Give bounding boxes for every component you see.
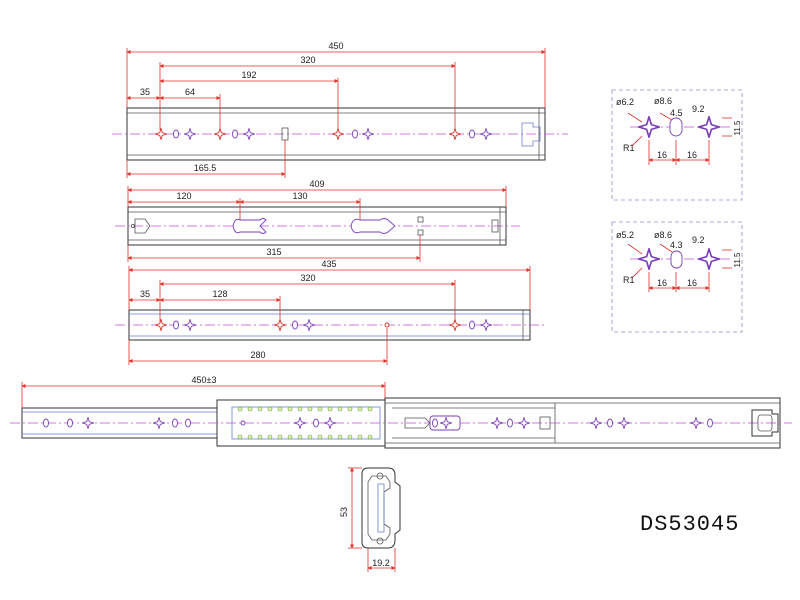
mount-slot xyxy=(173,129,179,139)
mount-slot xyxy=(469,320,475,330)
rail-middle-keyhole xyxy=(350,218,396,234)
assembly-holes xyxy=(43,409,779,437)
dim-first-hole: 35 xyxy=(140,87,150,97)
detail-a-slot xyxy=(669,117,683,137)
dim-assembly-length: 450±3 xyxy=(192,375,217,385)
dim-overall-length: 409 xyxy=(309,179,324,189)
detail-b-slot-dia: ø8.6 xyxy=(654,230,672,240)
pilot-hole xyxy=(384,322,390,328)
dim-section-height: 53 xyxy=(339,507,349,517)
detail-b-hole xyxy=(698,248,720,270)
detail-a-hole-dia: ø6.2 xyxy=(616,97,634,107)
detail-b-radius: R1 xyxy=(623,275,635,285)
rail-inner-holes xyxy=(155,128,492,140)
mount-slot xyxy=(173,320,179,330)
assembly-dimensions: 450±3 xyxy=(21,375,386,408)
detail-a-slot-width: 4.5 xyxy=(670,108,683,118)
section-profile xyxy=(361,467,401,549)
assembly-end-tab xyxy=(751,409,779,437)
assembly-view: 450±3 xyxy=(10,375,792,449)
detail-b-left-pitch: 16 xyxy=(657,278,667,288)
detail-a-hole xyxy=(698,116,720,138)
dim-mid-hole: 192 xyxy=(241,70,256,80)
mount-hole xyxy=(243,128,255,140)
detail-b-hole-dia: ø5.2 xyxy=(616,230,634,240)
dim-pilot-offset: 280 xyxy=(250,350,265,360)
mount-hole xyxy=(155,128,167,140)
dim-section-width: 19.2 xyxy=(372,558,390,568)
dim-second-hole: 64 xyxy=(185,87,195,97)
mount-slot xyxy=(232,129,238,139)
detail-a-left-pitch: 16 xyxy=(657,150,667,160)
detail-a-height: 11.5 xyxy=(733,120,742,136)
mount-hole xyxy=(332,128,344,140)
mount-hole xyxy=(449,128,461,140)
mount-hole xyxy=(480,128,492,140)
detail-b-height: 11.5 xyxy=(733,252,742,268)
detail-b: ø5.2 ø8.6 4.3 9.2 11.5 R1 16 16 xyxy=(611,221,743,333)
dim-hole-span: 320 xyxy=(300,273,315,283)
dim-second-hole: 128 xyxy=(212,289,227,299)
rail-middle-view: 409 120 130 315 xyxy=(115,179,520,262)
detail-b-pitch-right: 9.2 xyxy=(692,235,705,245)
detail-a: ø6.2 ø8.6 4.5 9.2 11.5 R1 16 16 xyxy=(611,89,743,201)
detail-b-slot-width: 4.3 xyxy=(670,240,683,250)
detail-a-pitch-right: 9.2 xyxy=(692,104,705,114)
section-dimensions: 53 19.2 xyxy=(339,467,396,572)
mount-hole xyxy=(184,128,196,140)
rail-middle-dimensions: 409 120 130 315 xyxy=(127,179,507,262)
ball-bearings xyxy=(237,406,373,440)
dim-keyhole-pitch: 130 xyxy=(292,191,307,201)
rail-inner-view: 450 320 192 35 64 165.5 xyxy=(112,41,568,178)
detail-b-frame xyxy=(611,221,743,333)
rail-middle-keyhole xyxy=(232,218,267,234)
detail-b-hole xyxy=(638,248,660,270)
rail-inner-end-tab xyxy=(521,122,541,147)
mount-hole xyxy=(155,319,167,331)
rail-outer-dimensions: 435 320 35 128 280 xyxy=(128,259,531,365)
rail-inner-dimensions: 450 320 192 35 64 165.5 xyxy=(126,41,546,178)
detail-a-hole xyxy=(638,116,660,138)
detail-a-slot-dia: ø8.6 xyxy=(654,96,672,106)
mount-hole xyxy=(184,319,196,331)
mount-hole xyxy=(480,319,492,331)
detail-b-slot xyxy=(670,250,683,269)
cross-section-view: 53 19.2 xyxy=(339,467,401,572)
detail-a-right-pitch: 16 xyxy=(687,150,697,160)
dim-hole-span: 320 xyxy=(300,55,315,65)
dim-first-hole: 35 xyxy=(140,289,150,299)
dim-total-offset: 315 xyxy=(266,247,281,257)
rail-outer-holes xyxy=(155,319,492,331)
model-number: DS53045 xyxy=(640,512,739,537)
detail-a-radius: R1 xyxy=(623,143,635,153)
mount-hole xyxy=(362,128,374,140)
dim-first-keyhole: 120 xyxy=(176,191,191,201)
mount-slot xyxy=(469,129,475,139)
mount-hole xyxy=(303,319,315,331)
dim-lock-center: 165.5 xyxy=(194,163,217,173)
detail-b-right-pitch: 16 xyxy=(687,278,697,288)
mount-slot xyxy=(352,129,358,139)
detail-a-frame xyxy=(611,89,743,201)
rail-outer-view: 435 320 35 128 280 xyxy=(115,259,545,365)
dim-overall-length: 435 xyxy=(321,259,336,269)
rail-middle-end-stop xyxy=(134,218,151,234)
mount-slot xyxy=(292,320,298,330)
dim-overall-length: 450 xyxy=(328,41,343,51)
mount-hole xyxy=(214,128,226,140)
